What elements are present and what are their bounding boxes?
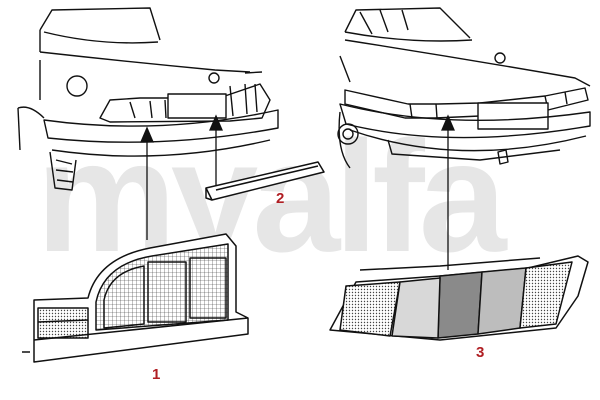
callout-number-1: 1: [152, 366, 161, 383]
watermark-logo: myalfa: [36, 109, 507, 285]
callout-number-2: 2: [276, 190, 285, 207]
leader-lines: [140, 114, 455, 270]
part-2-trim-strip: [205, 161, 325, 201]
car-rear-right: [337, 7, 591, 169]
car-rear-left: [17, 7, 279, 191]
part-3-tail-lamp: [329, 255, 589, 341]
callout-number-3: 3: [476, 344, 485, 361]
part-1-rear-lamp: [22, 233, 249, 363]
